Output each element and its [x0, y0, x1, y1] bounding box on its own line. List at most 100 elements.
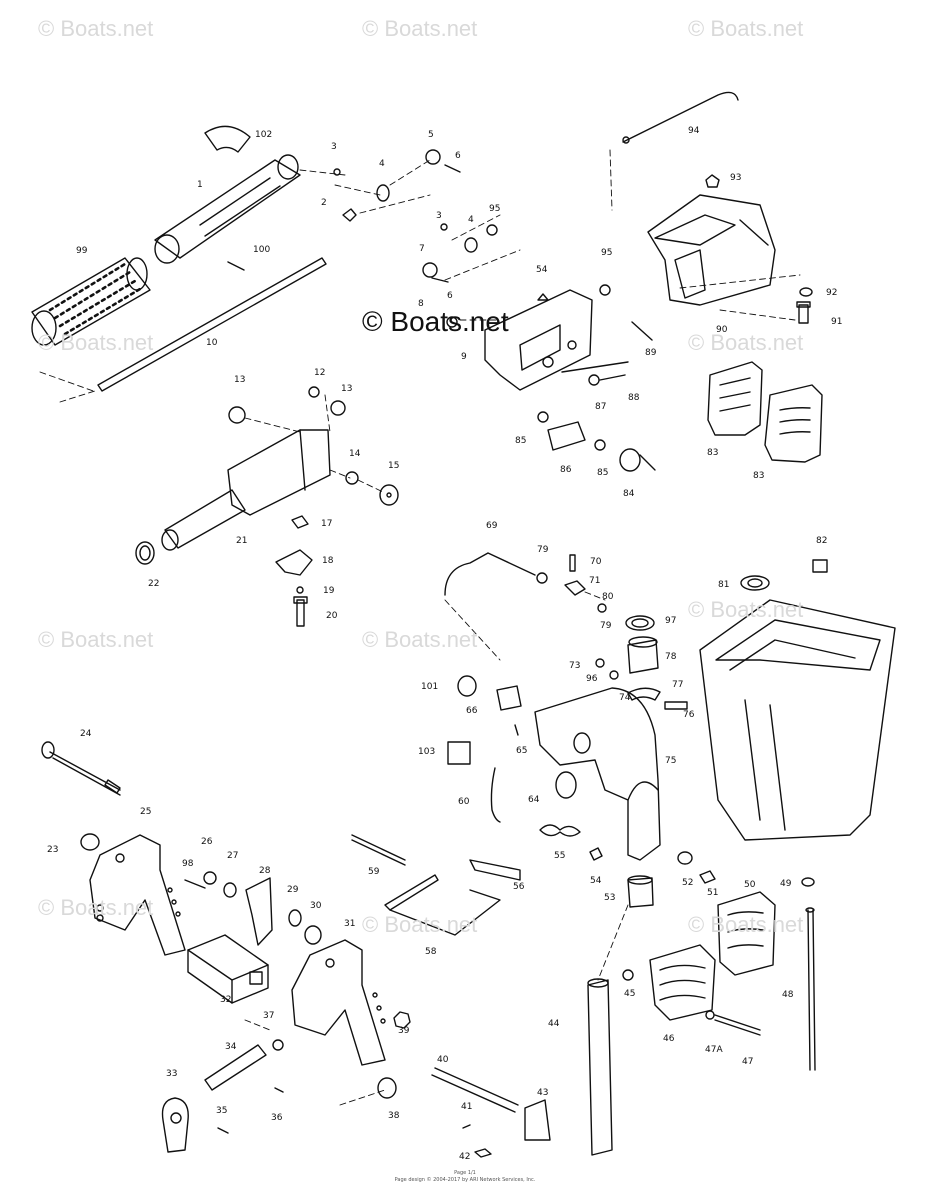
- callout-label: 80: [602, 592, 614, 602]
- callout-label: 65: [516, 746, 528, 756]
- callout-label: 60: [458, 797, 470, 807]
- footer-line-2: Page design © 2004-2017 by ARI Network S…: [394, 1177, 536, 1183]
- callout-label: 96: [586, 674, 598, 684]
- callout-label: 39: [398, 1026, 410, 1036]
- callout-label: 92: [826, 288, 838, 298]
- footer-line-1: Page 1/1: [454, 1170, 476, 1176]
- callout-label: 59: [368, 867, 380, 877]
- callout-label: 55: [554, 851, 566, 861]
- callout-label: 69: [486, 521, 498, 531]
- callout-label: 54: [590, 876, 602, 886]
- clamp-bracket-left-part: [89, 834, 186, 956]
- watermark-9: © Boats.net: [38, 895, 154, 920]
- callout-label: 19: [323, 586, 335, 596]
- callout-label: 86: [560, 465, 572, 475]
- callout-label: 79: [600, 621, 612, 631]
- callout-label: 91: [831, 317, 843, 327]
- callout-label: 74: [619, 693, 631, 703]
- callout-label: 34: [225, 1042, 237, 1052]
- callout-label: 38: [388, 1111, 400, 1121]
- callout-label: 97: [665, 616, 677, 626]
- callout-label: 32: [220, 995, 232, 1005]
- clamp-bracket-right-part: [291, 939, 411, 1066]
- callout-label: 14: [349, 449, 361, 459]
- callout-label: 51: [707, 888, 719, 898]
- callout-label: 13: [234, 375, 246, 385]
- callout-label: 3: [331, 142, 337, 152]
- clamp-small-parts: [184, 871, 322, 946]
- seal-82-81: [740, 559, 828, 591]
- side-cover-left-part: [707, 361, 763, 436]
- callout-label: 2: [321, 198, 327, 208]
- watermark-6: © Boats.net: [38, 627, 154, 652]
- callout-label: 81: [718, 580, 730, 590]
- callout-label: 45: [624, 989, 636, 999]
- swivel-bracket-part: [484, 289, 629, 391]
- callout-label: 7: [419, 244, 425, 254]
- callout-label: 56: [513, 882, 525, 892]
- cover-50-part: [717, 891, 776, 976]
- callout-label: 13: [341, 384, 353, 394]
- callout-label: 53: [604, 893, 616, 903]
- callout-label: 48: [782, 990, 794, 1000]
- callout-label: 101: [421, 682, 439, 692]
- callout-label: 40: [437, 1055, 449, 1065]
- grip-sleeve-part: [204, 125, 251, 153]
- callout-label: 75: [665, 756, 677, 766]
- tilt-pin-lever-56-58: [351, 834, 521, 936]
- tiller-link-rod-part: [622, 91, 739, 144]
- callout-label: 49: [780, 879, 792, 889]
- bolt-51-52: [677, 851, 716, 884]
- callout-label: 4: [468, 215, 474, 225]
- watermark-1: © Boats.net: [38, 16, 154, 41]
- callout-label: 1: [197, 180, 203, 190]
- callout-label: 5: [428, 130, 434, 140]
- callout-label: 64: [528, 795, 540, 805]
- lower-parts-33-43: [161, 1039, 551, 1158]
- twist-grip-tube-part: [154, 154, 301, 264]
- callout-label: 50: [744, 880, 756, 890]
- callout-label: 10: [206, 338, 218, 348]
- callout-label: 77: [672, 680, 684, 690]
- callout-label: 22: [148, 579, 160, 589]
- callout-label: 70: [590, 557, 602, 567]
- callout-label: 85: [597, 468, 609, 478]
- swivel-housing-part: [534, 687, 661, 861]
- callout-label: 98: [182, 859, 194, 869]
- callout-label: 46: [663, 1034, 675, 1044]
- callout-label: 18: [322, 556, 334, 566]
- callout-label: 15: [388, 461, 400, 471]
- callout-label: 35: [216, 1106, 228, 1116]
- bushing-parts: [595, 615, 688, 710]
- callout-label: 85: [515, 436, 527, 446]
- callout-label: 23: [47, 845, 59, 855]
- callout-label: 103: [418, 747, 436, 757]
- detent-parts: [537, 411, 656, 472]
- bolts-right-top: [631, 287, 813, 341]
- watermark-5: © Boats.net: [688, 330, 804, 355]
- callout-label: 89: [645, 348, 657, 358]
- callout-label: 47A: [705, 1045, 723, 1055]
- rod-48-49-part: [801, 877, 816, 1071]
- callout-label: 29: [287, 885, 299, 895]
- watermark-3: © Boats.net: [688, 16, 804, 41]
- throttle-shaft-part: [97, 257, 327, 392]
- callout-label: 87: [595, 402, 607, 412]
- callout-label: 78: [665, 652, 677, 662]
- callout-label: 73: [569, 661, 581, 671]
- callout-label: 43: [537, 1088, 549, 1098]
- small-fittings-top: [227, 149, 611, 328]
- callout-label: 54: [536, 265, 548, 275]
- callout-label: 44: [548, 1019, 560, 1029]
- callout-label: 42: [459, 1152, 471, 1162]
- callout-label: 66: [466, 706, 478, 716]
- clamp-bolt-24-part: [41, 741, 121, 851]
- throttle-link-rod-part: [444, 552, 607, 613]
- callout-label: 33: [166, 1069, 178, 1079]
- callout-label: 82: [816, 536, 828, 546]
- callout-label: 6: [447, 291, 453, 301]
- watermark-10: © Boats.net: [362, 912, 478, 937]
- watermark-11: © Boats.net: [688, 912, 804, 937]
